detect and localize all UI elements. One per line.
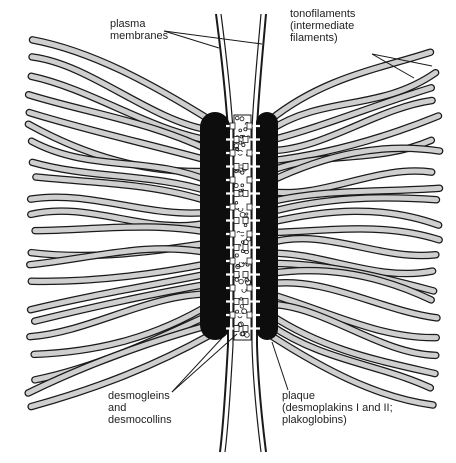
label-tonofilaments-line1: tonofilaments — [290, 8, 355, 20]
cadherin-head-a-5 — [234, 191, 239, 197]
cadherin-head-b-13 — [243, 299, 248, 305]
label-plaque-line2: (desmoplakins I and II; — [282, 402, 393, 414]
cadherin-head-b-14 — [247, 312, 252, 318]
tonofilament-bundle-left — [28, 40, 210, 407]
cadherin-head-a-13 — [234, 299, 239, 305]
cadherin-head-b-1 — [243, 137, 248, 143]
cadherin-head-b-4 — [247, 177, 252, 183]
label-tonofilaments-line2: (intermediate — [290, 20, 355, 32]
cadherin-head-b-11 — [243, 272, 248, 278]
cadherin-head-a-6 — [230, 204, 235, 210]
cadherin-head-b-10 — [247, 258, 252, 264]
cadherin-head-b-8 — [247, 231, 252, 237]
cadherin-head-a-12 — [230, 285, 235, 291]
label-tonofilaments: tonofilaments (intermediate filaments) — [290, 8, 355, 44]
leader-membranes-1 — [164, 31, 219, 48]
cadherin-head-a-1 — [234, 137, 239, 143]
label-tonofilaments-line3: filaments) — [290, 32, 355, 44]
plaque-right — [256, 112, 278, 340]
cadherin-head-a-15 — [234, 326, 239, 332]
cadherin-head-a-2 — [230, 150, 235, 156]
cadherin-head-b-2 — [247, 150, 252, 156]
label-plasma-membranes-line2: membranes — [110, 30, 168, 42]
cadherin-head-b-7 — [243, 218, 248, 224]
label-desmogleins-line1: desmogleins — [108, 390, 172, 402]
label-plasma-membranes: plasma membranes — [110, 18, 168, 42]
intercellular-core — [234, 115, 251, 340]
cadherin-head-a-8 — [230, 231, 235, 237]
cadherin-head-a-9 — [234, 245, 239, 251]
cadherin-head-a-7 — [234, 218, 239, 224]
label-plaque-line3: plakoglobins) — [282, 414, 393, 426]
label-desmogleins-line3: desmocollins — [108, 414, 172, 426]
tonofilament-bundle-right — [270, 52, 440, 405]
cadherin-head-b-12 — [247, 285, 252, 291]
cadherin-head-b-3 — [243, 164, 248, 170]
cadherin-head-b-9 — [243, 245, 248, 251]
label-plaque-line1: plaque — [282, 390, 393, 402]
label-desmogleins-line2: and — [108, 402, 172, 414]
cadherin-head-a-4 — [230, 177, 235, 183]
cadherin-head-a-0 — [230, 123, 235, 129]
cadherin-head-b-6 — [247, 204, 252, 210]
cadherin-head-a-10 — [230, 258, 235, 264]
label-plaque: plaque (desmoplakins I and II; plakoglob… — [282, 390, 393, 426]
cadherin-head-a-14 — [230, 312, 235, 318]
cadherin-head-a-11 — [234, 272, 239, 278]
cadherin-head-b-15 — [243, 326, 248, 332]
tonofilament-right-10 — [270, 211, 439, 225]
label-plasma-membranes-line1: plasma — [110, 18, 168, 30]
plaque-left — [200, 112, 230, 340]
cadherin-head-b-5 — [243, 191, 248, 197]
cadherin-head-a-3 — [234, 164, 239, 170]
leader-membranes-2 — [164, 31, 262, 44]
label-desmogleins: desmogleins and desmocollins — [108, 390, 172, 426]
cadherin-head-b-0 — [247, 123, 252, 129]
